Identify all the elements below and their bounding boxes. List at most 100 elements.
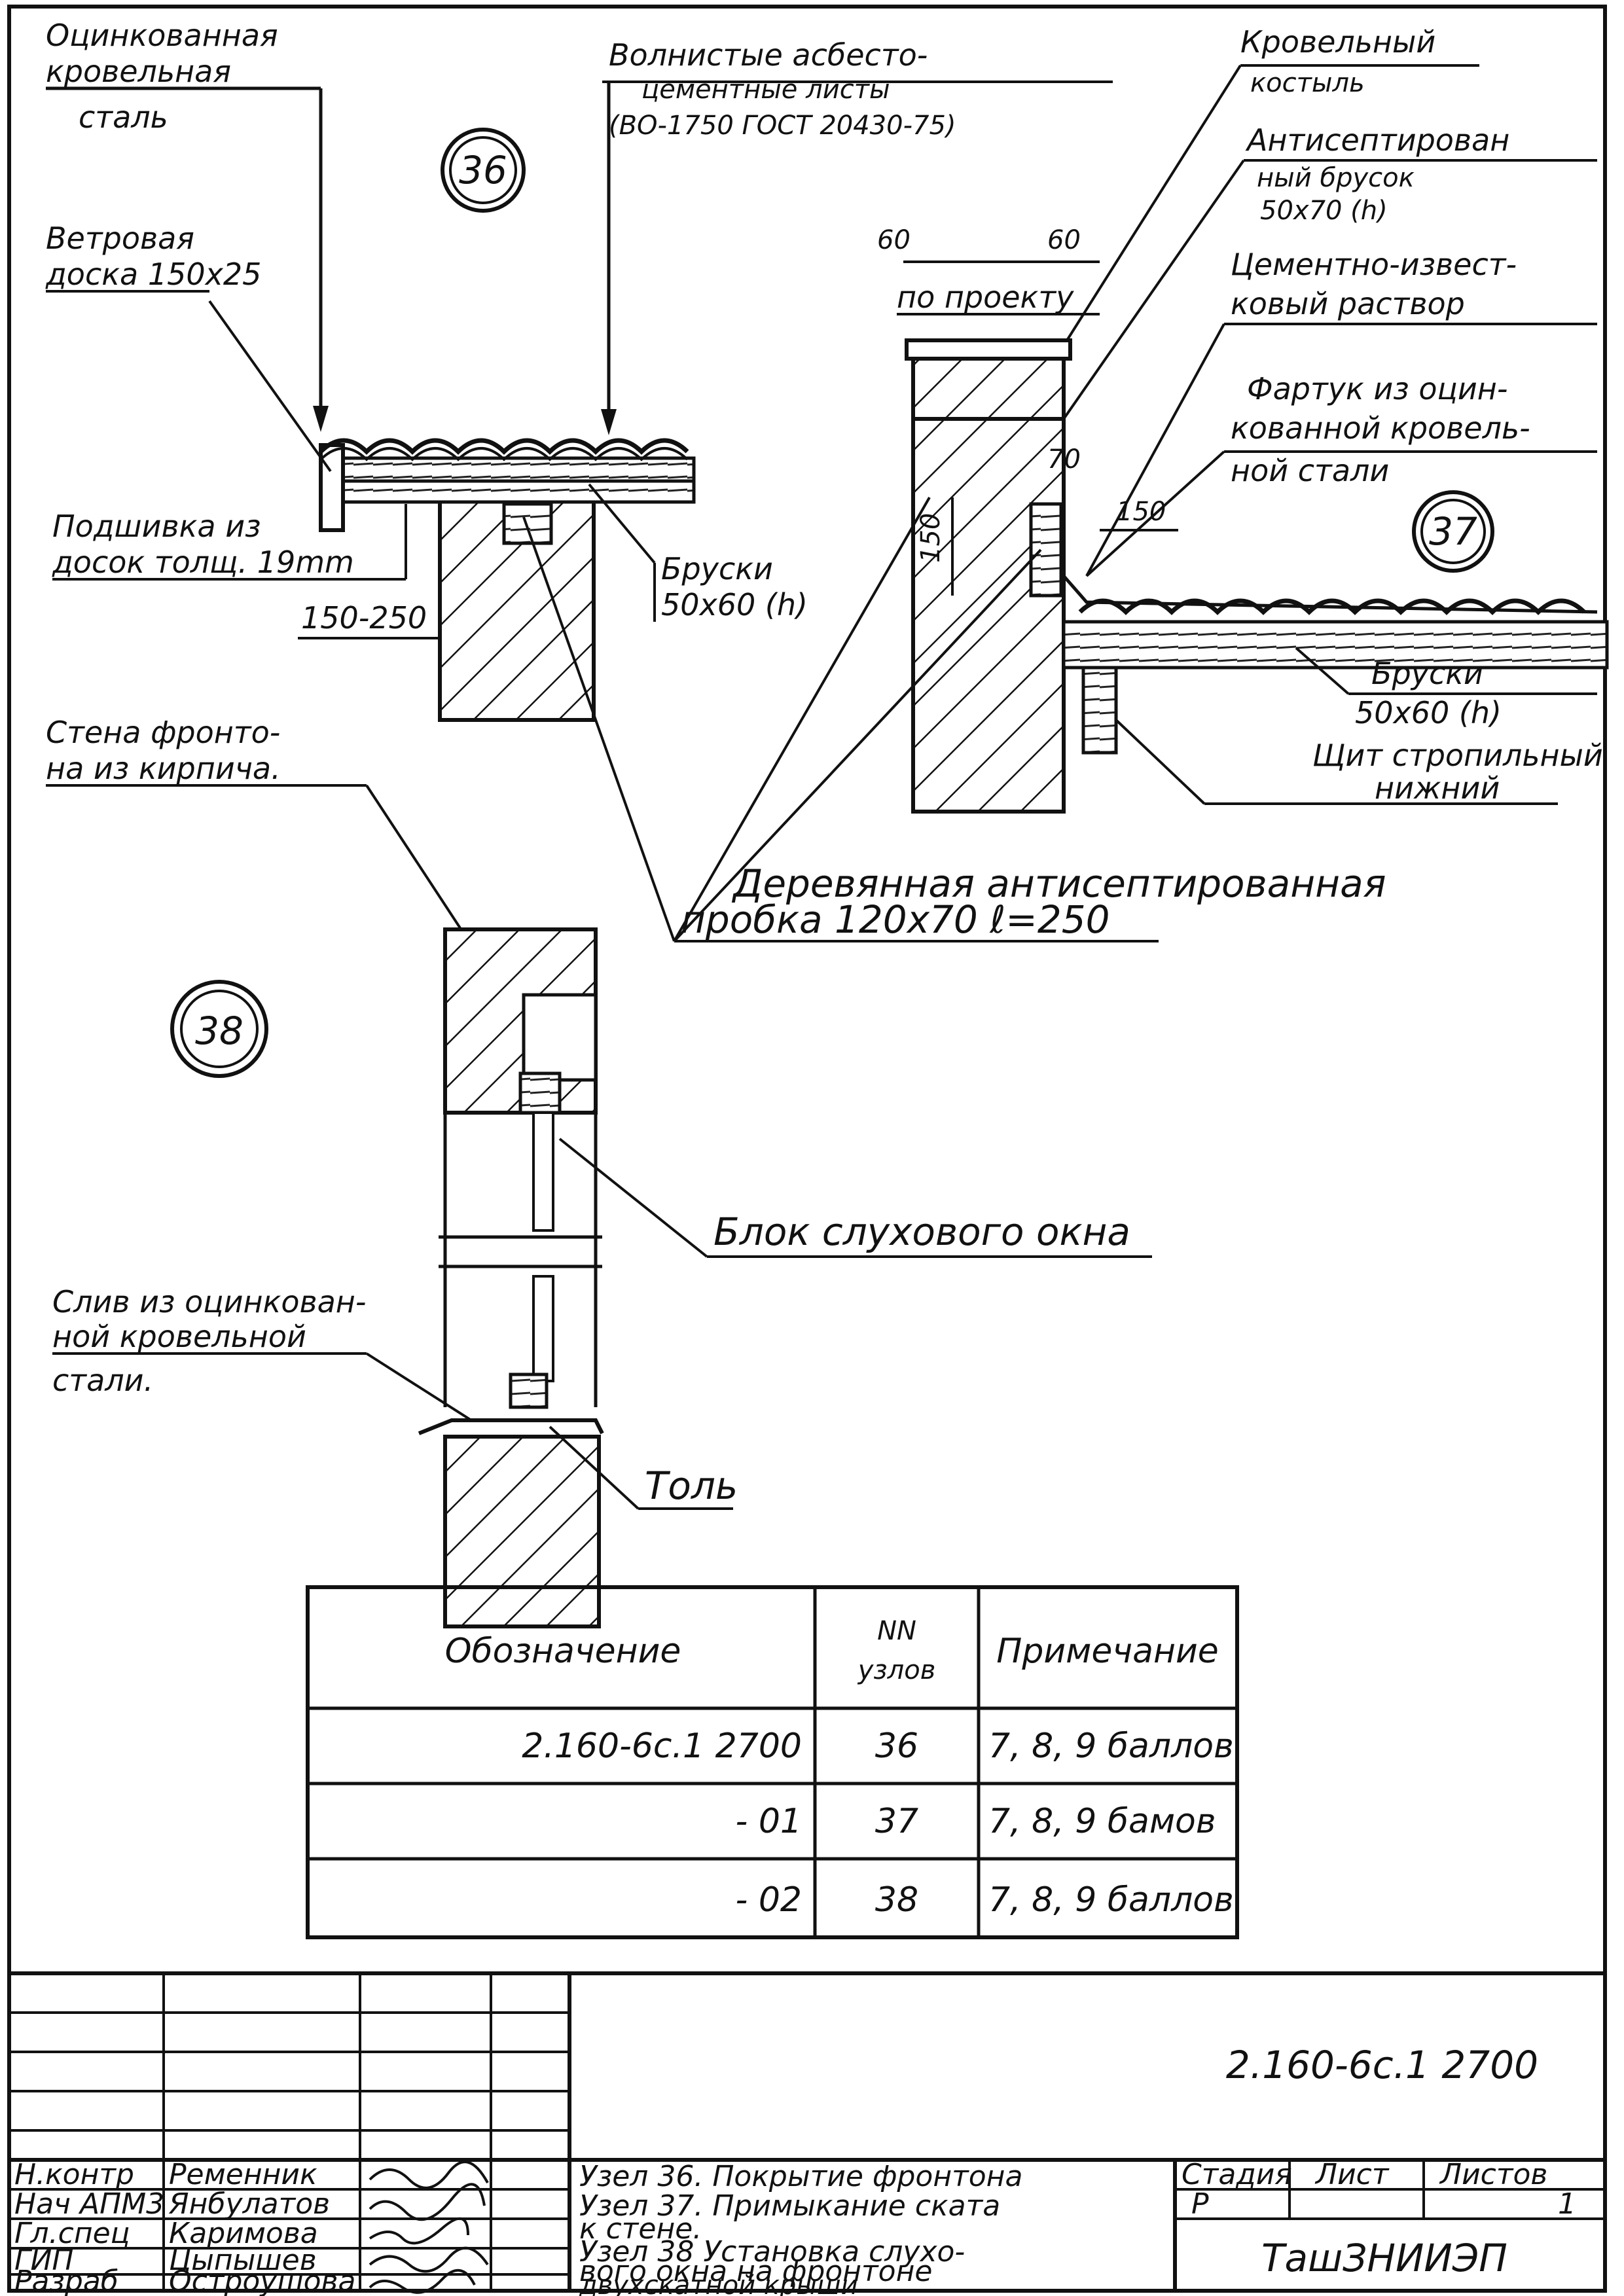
header-note: Примечание [996,1632,1219,1671]
callout-37-inner [1420,499,1486,564]
name-2: Янбулатов [168,2187,330,2221]
roof-bracket-label-1: Кровельный [1240,24,1435,60]
row-2-node: 37 [875,1802,918,1841]
bars-left-label-2: 50х60 (h) [661,587,808,622]
sheets-header: Листов [1439,2158,1547,2191]
wood-plug-36 [502,502,553,545]
wind-board-label-1: Ветровая [46,221,194,256]
antiseptic-bar-label-2: ный брусок [1257,163,1415,193]
row-2-designation: - 01 [736,1802,802,1841]
title-line-4: Узел 38 Установка слухо- [579,2235,965,2269]
leader-mortar-diag [1085,323,1225,577]
node-37-detail: 37 Кровельный костыль Антисептирован ный… [877,24,1609,814]
sheets-label-1: Волнистые асбесто- [609,37,928,73]
spec-table: Обозначение NN узлов Примечание 2.160-6с… [306,1585,1239,1939]
node-38-detail: 38 Блок слухового окна Слив из оцинкован… [52,927,1152,1628]
tol-label: Толь [645,1463,738,1508]
bars-50x60-36 [338,456,696,483]
apron-label-2: кованной кровель- [1231,410,1530,446]
header-nodes-2: узлов [857,1655,936,1685]
callout-37 [1412,490,1494,573]
row-3-node: 38 [875,1880,918,1920]
dim-60-a: 60 [877,225,911,255]
callout-38-number: 38 [195,1009,244,1053]
drip-label-3: стали. [52,1363,153,1398]
node-36-detail: 36 Оцинкованная кровельная сталь Волнист… [45,18,1113,722]
role-4: ГИП [14,2244,74,2277]
stage-header: Стадия [1182,2158,1292,2191]
ridge-cap-37 [905,338,1072,361]
signature-2 [369,2183,486,2221]
apron [1062,575,1598,614]
drip-flashing [418,1418,604,1435]
roof-bracket-label-2: костыль [1250,68,1365,98]
leader-roof-bracket-diag [1066,64,1242,342]
drip-label-2: ной кровельной [52,1319,306,1354]
window-sash-upper [532,1111,554,1232]
corrugated-sheet-36 [319,438,689,455]
leader-bars-left-diag [588,483,656,564]
window-sill-frame [509,1372,549,1409]
leader-wood-plug-a [522,516,676,942]
row-1-node: 36 [875,1727,918,1766]
title-line-2: Узел 37. Примыкание ската [579,2189,1000,2223]
title-line-1: Узел 36. Покрытие фронтона [579,2160,1022,2193]
leader-bars-right-diag [1295,647,1350,695]
title-line-3: к стене. [579,2212,702,2246]
arrow-sheets [601,409,617,435]
sheets-value: 1 [1558,2187,1576,2221]
bars-50x60-37 [1062,620,1609,670]
spec-table-frame [306,1585,1239,1939]
header-designation: Обозначение [445,1632,681,1671]
rafter-panel [1081,666,1118,755]
corrugated-sheet-37 [1078,598,1586,615]
callout-36-number: 36 [459,148,507,192]
stage-value: Р [1191,2187,1209,2221]
wall-below-window [443,1435,601,1628]
dim-70: 70 [1047,444,1081,475]
callout-38 [170,980,268,1078]
callout-37-number: 37 [1429,509,1477,554]
dim-150-a: 150 [916,513,946,563]
organization: ТашЗНИИЭП [1261,2236,1507,2280]
bars-left-label-1: Бруски [661,551,773,586]
leader-tol-diag [549,1426,640,1510]
leader-apron-diag [1085,450,1225,577]
callout-36-inner [449,136,517,204]
wood-plug-label-2: пробка 120х70 ℓ=250 [681,897,1110,942]
mortar-label-1: Цементно-извест- [1231,247,1517,282]
signature-3 [369,2217,469,2245]
sheet-frame [7,5,1607,2293]
window-frame [518,1071,562,1115]
name-3: Каримова [169,2217,318,2250]
rafter-panel-label-2: нижний [1375,770,1500,806]
row-3-designation: - 02 [736,1880,802,1920]
row-2-note: 7, 8, 9 бамов [988,1802,1216,1841]
signature-5 [369,2269,476,2294]
mortar-label-2: ковый раствор [1231,286,1465,321]
wall-top-37 [911,355,1066,421]
document-code: 2.160-6с.1 2700 [1226,2043,1538,2087]
leader-antiseptic-bar-diag [1062,159,1245,420]
leader-rafter-panel-diag [1115,719,1206,805]
signature-1 [369,2161,489,2189]
sheets-label-2: цементные листы [641,75,890,105]
soffit-board [319,479,696,504]
header-nodes-1: NN [877,1616,916,1646]
corrugated-sheet-36-lower [319,447,689,461]
dim-60-b: 60 [1047,225,1081,255]
window-sash-lower [532,1275,554,1382]
arrow-ridge-cap [313,406,329,432]
dim-by-project: по проекту [897,279,1074,315]
name-5: Остроушова [169,2265,355,2296]
gable-wall-label-1: Стена фронто- [46,715,280,750]
ridge-cap-label-2: кровельная [46,54,231,89]
antiseptic-bar-label-3: 50х70 (h) [1260,196,1388,226]
row-3-note: 7, 8, 9 баллов [988,1880,1234,1920]
role-1: Н.контр [14,2158,134,2191]
gable-wall-label-2: на из кирпича. [46,751,281,786]
name-1: Ременник [169,2158,317,2191]
role-3: Гл.спец [14,2217,130,2250]
sheets-label-3: (ВО-1750 ГОСТ 20430-75) [609,111,956,141]
soffit-label-2: досок толщ. 19mm [52,545,354,580]
